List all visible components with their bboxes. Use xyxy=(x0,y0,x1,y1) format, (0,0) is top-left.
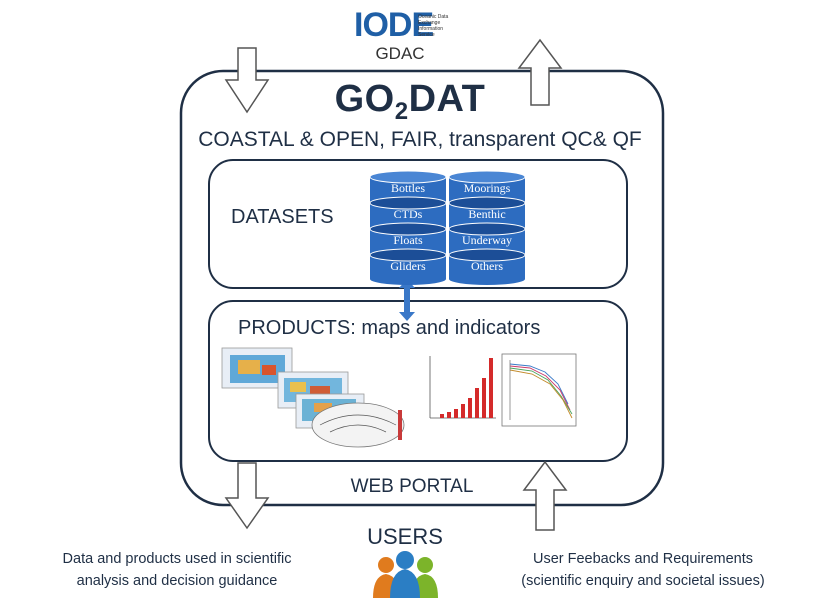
logo-tagline-line: Oceanic Data xyxy=(418,14,449,20)
left-cylinder-top xyxy=(369,170,447,184)
logo-tagline: Oceanic Data Exchange Information Servic… xyxy=(418,14,458,38)
right-cylinder-top xyxy=(448,170,526,184)
arrow-up-bottom-right xyxy=(522,460,568,531)
datasets-right-stack xyxy=(448,170,526,285)
product-map-thumbnails xyxy=(221,347,405,448)
right-cylinder-segment xyxy=(449,255,525,285)
title-subscript: 2 xyxy=(394,98,409,125)
right-cylinder-top xyxy=(448,248,526,262)
subtitle: COASTAL & OPEN, FAIR, transparent QC& QF xyxy=(198,128,642,151)
dataset-floats: Floats xyxy=(393,233,423,247)
logo-text: IODE xyxy=(354,6,434,44)
gdac-label: GDAC xyxy=(375,44,425,63)
logo-tagline-line: Service xyxy=(418,32,435,38)
left-caption-line1: Data and products used in scientific xyxy=(62,551,292,567)
page-title: GO2DAT xyxy=(250,78,570,126)
dataset-others: Others xyxy=(471,259,503,273)
dataset-gliders: Gliders xyxy=(390,259,426,273)
dataset-benthic: Benthic xyxy=(468,207,506,221)
dataset-ctds: CTDs xyxy=(393,207,423,221)
iode-logo: IODE Oceanic Data Exchange Information S… xyxy=(354,6,448,46)
left-cylinder-top xyxy=(369,222,447,236)
arrow-down-bottom-left xyxy=(224,462,270,530)
left-caption-line2: analysis and decision guidance xyxy=(76,573,278,589)
outer-platform-box xyxy=(179,69,665,507)
right-caption: User Feebacks and Requirements (scientif… xyxy=(478,548,808,592)
right-cylinder-top xyxy=(448,196,526,210)
left-cylinder-top xyxy=(369,196,447,210)
datasets-box xyxy=(208,159,628,289)
product-bar-chart-thumbnail xyxy=(429,356,496,419)
products-box xyxy=(208,300,628,462)
dataset-moorings: Moorings xyxy=(463,181,511,195)
title-end: DAT xyxy=(408,78,486,120)
dataset-bottles: Bottles xyxy=(390,181,425,195)
right-caption-line2: (scientific enquiry and societal issues) xyxy=(521,573,765,589)
logo-tagline-line: Information xyxy=(418,26,444,32)
users-label: USERS xyxy=(367,524,443,549)
web-portal-label: WEB PORTAL xyxy=(350,476,474,497)
logo-tagline-line: Exchange xyxy=(418,20,441,26)
product-line-chart-thumbnail xyxy=(501,353,577,427)
dataset-underway: Underway xyxy=(462,233,512,247)
left-cylinder-segment xyxy=(370,255,446,285)
arrow-up-top-right xyxy=(517,38,563,106)
left-cylinder-top xyxy=(369,248,447,262)
users-icon xyxy=(373,551,438,598)
left-caption: Data and products used in scientific ana… xyxy=(22,548,332,592)
products-label: PRODUCTS: maps and indicators xyxy=(238,317,541,339)
right-caption-line1: User Feebacks and Requirements xyxy=(532,551,754,567)
datasets-label: DATASETS xyxy=(231,206,334,228)
right-cylinder-top xyxy=(448,222,526,236)
arrow-down-top-left xyxy=(224,47,270,114)
title-main: GO xyxy=(334,78,395,120)
datasets-left-stack xyxy=(369,170,447,285)
